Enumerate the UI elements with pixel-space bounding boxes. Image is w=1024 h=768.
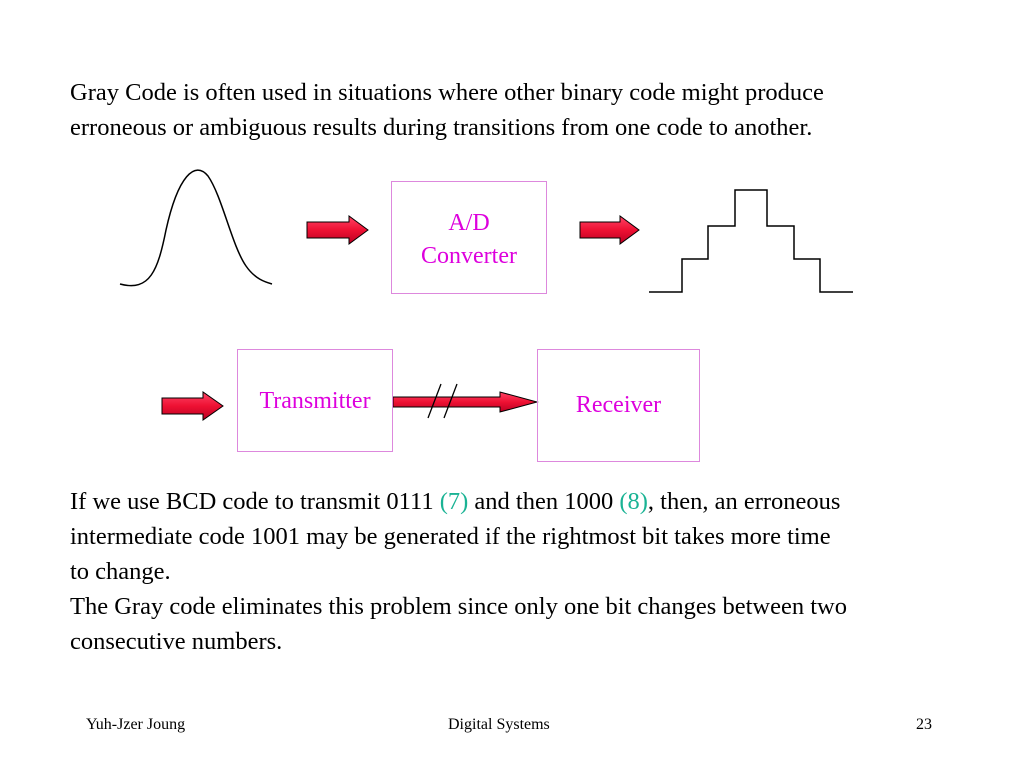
analog-signal-curve (119, 169, 273, 287)
arrow-from-converter (579, 215, 640, 245)
arrow-to-transmitter (161, 391, 224, 421)
transmitter-label: Transmitter (259, 388, 371, 414)
intro-line-1: Gray Code is often used in situations wh… (70, 79, 824, 106)
body-line-1-text-a: If we use BCD code to transmit 0111 (70, 488, 440, 515)
digital-signal-steps (649, 189, 853, 293)
receiver-box: Receiver (537, 349, 700, 462)
ad-converter-label-2: Converter (421, 243, 517, 269)
body-line-1-text-c: and then 1000 (468, 488, 620, 515)
intro-line-2: erroneous or ambiguous results during tr… (70, 114, 813, 141)
highlight-value-8: (8) (619, 488, 648, 515)
bus-slash-1 (427, 383, 442, 419)
body-line-1-text-e: , then, an erroneous (647, 488, 841, 515)
body-line-2: intermediate code 1001 may be generated … (70, 523, 831, 550)
ad-converter-label-1: A/D (448, 210, 490, 236)
arrow-to-converter (306, 215, 369, 245)
bus-slash-2 (443, 383, 458, 419)
ad-converter-box: A/D Converter (391, 181, 547, 294)
intro-paragraph: Gray Code is often used in situations wh… (70, 75, 824, 145)
footer-author: Yuh-Jzer Joung (86, 716, 186, 733)
receiver-label: Receiver (575, 392, 662, 418)
body-line-5: consecutive numbers. (70, 628, 283, 655)
transmission-arrow (392, 391, 539, 413)
body-line-1: If we use BCD code to transmit 0111 (7) … (70, 484, 847, 519)
page-number: 23 (916, 716, 932, 733)
highlight-value-7: (7) (439, 488, 469, 515)
body-line-4: The Gray code eliminates this problem si… (70, 593, 847, 620)
footer-title: Digital Systems (448, 716, 550, 733)
body-line-3: to change. (70, 558, 171, 585)
body-paragraph: If we use BCD code to transmit 0111 (7) … (70, 484, 847, 659)
transmitter-box: Transmitter (237, 349, 393, 452)
